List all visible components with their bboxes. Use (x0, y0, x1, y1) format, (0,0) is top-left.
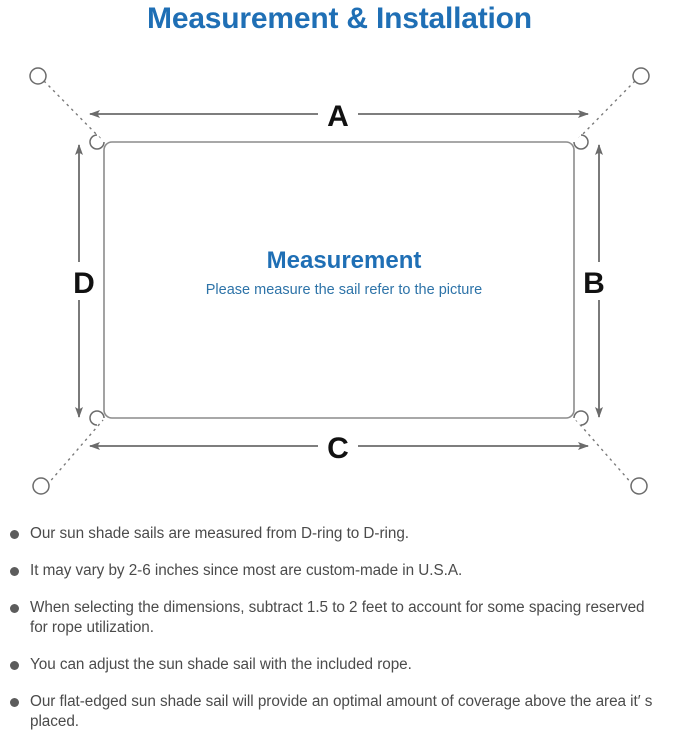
note-text: Our sun shade sails are measured from D-… (30, 525, 409, 542)
note-text: You can adjust the sun shade sail with t… (30, 656, 412, 673)
sail-rectangle (103, 141, 575, 419)
anchor-point-top-left (29, 67, 47, 85)
list-item: Our sun shade sails are measured from D-… (10, 524, 665, 544)
rope-line-bottom-right (575, 419, 634, 486)
d-ring-bottom-right (573, 410, 589, 426)
bullet-icon (10, 530, 19, 539)
rope-line-top-left (43, 80, 104, 142)
d-ring-bottom-left (89, 410, 105, 426)
rope-line-bottom-left (46, 419, 104, 486)
list-item: Our flat-edged sun shade sail will provi… (10, 692, 665, 732)
dimension-label-c: C (327, 432, 349, 465)
d-rings (89, 134, 589, 426)
dimension-label-a: A (327, 100, 349, 133)
bullet-icon (10, 604, 19, 613)
note-text: When selecting the dimensions, subtract … (30, 599, 645, 636)
anchor-point-bottom-right (630, 477, 648, 495)
anchor-point-top-right (632, 67, 650, 85)
sun-shade-sail-measurement-diagram: A B C D Measurement Please measure the s… (0, 46, 679, 521)
note-text: Our flat-edged sun shade sail will provi… (30, 693, 653, 730)
bullet-icon (10, 698, 19, 707)
d-ring-top-right (573, 134, 589, 150)
anchor-points (29, 67, 650, 495)
dimension-arrows (75, 110, 603, 450)
list-item: It may vary by 2-6 inches since most are… (10, 561, 665, 581)
dimension-label-b: B (583, 267, 605, 300)
d-ring-top-left (89, 134, 105, 150)
anchor-point-bottom-left (32, 477, 50, 495)
rope-line-top-right (575, 80, 636, 142)
dimension-label-d: D (73, 267, 95, 300)
note-text: It may vary by 2-6 inches since most are… (30, 562, 463, 579)
diagram-center-subtitle: Please measure the sail refer to the pic… (206, 282, 482, 298)
bullet-icon (10, 661, 19, 670)
bullet-icon (10, 567, 19, 576)
list-item: When selecting the dimensions, subtract … (10, 598, 665, 638)
rope-lines (43, 80, 636, 486)
diagram-center-title: Measurement (267, 247, 422, 274)
page-title: Measurement & Installation (147, 2, 532, 35)
list-item: You can adjust the sun shade sail with t… (10, 655, 665, 675)
notes-list: Our sun shade sails are measured from D-… (0, 524, 679, 749)
